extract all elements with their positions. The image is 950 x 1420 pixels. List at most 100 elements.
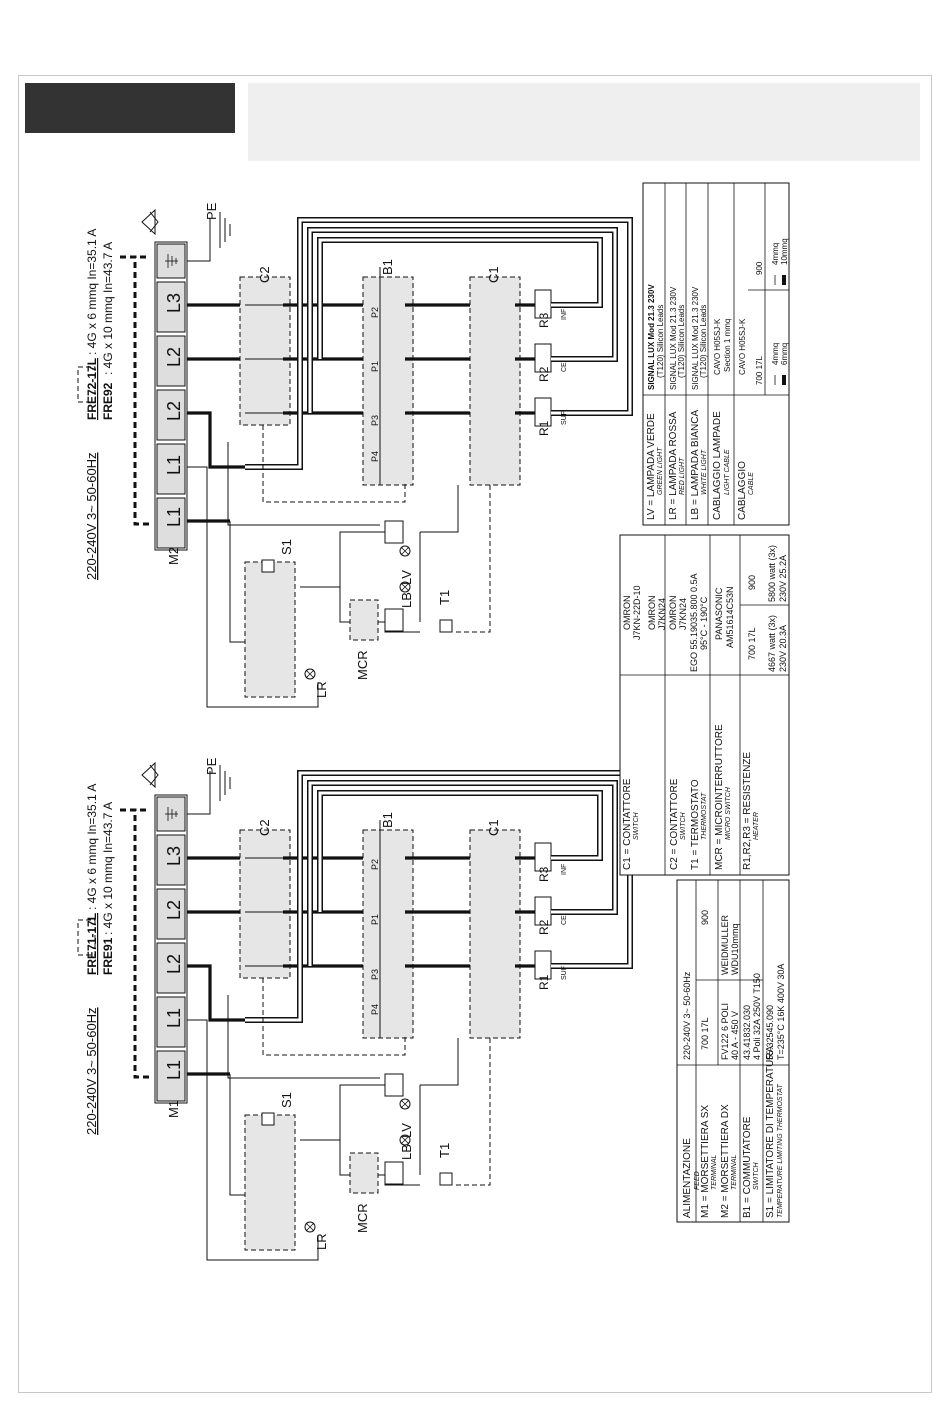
l3-m2: L3 <box>164 293 184 313</box>
r-val-d: 230V 20.3A <box>778 625 788 672</box>
cable-val-d: 4mmq <box>771 343 780 365</box>
c1-legend-sub: SWITCH <box>633 811 640 840</box>
c1-val-b: J7KN-22D-10 <box>632 585 642 640</box>
mcr-legend-label: MCR = MICROINTERRUTTORE <box>714 724 725 870</box>
m2-sub: TERMINAL <box>731 1155 738 1191</box>
mcr-label-m2: MCR <box>355 650 370 680</box>
lr-legend-sub: RED LIGHT <box>679 457 686 495</box>
lr-label-m1: LR <box>314 1233 329 1250</box>
lv-label-m2: LV <box>399 570 414 585</box>
cable-model-m1-a: FRE71-17L <box>85 913 99 975</box>
b1-legend-sub: SWITCH <box>753 1161 760 1190</box>
cable-model-m2-b: FRE92 <box>101 382 115 420</box>
legend-table-components: C1 = CONTATTORE SWITCH OMRON J7KN-22D-10… <box>619 534 790 876</box>
feed-sub: FEED <box>694 1171 701 1190</box>
lv-label-m1: LV <box>399 1123 414 1138</box>
l1-a-m2: L1 <box>164 507 184 527</box>
cable-legend-label: CABLAGGIO <box>737 461 748 520</box>
lb-legend-label: LB = LAMPADA BIANCA <box>690 410 701 520</box>
p3-m2: P3 <box>370 415 380 426</box>
b1-val-b: 4 Poli 32A 250V T150 <box>752 973 762 1060</box>
l2-b-m1: L2 <box>164 900 184 920</box>
p2-m1: P2 <box>370 859 380 870</box>
m2-val-b: 40 A - 450 V <box>730 1011 740 1060</box>
t1-val-a: OMRON <box>668 596 678 631</box>
lv-val-b: (T120) Silicon Leads <box>656 305 665 378</box>
pe-label-m2: PE <box>204 202 219 220</box>
suf-m2: SUF <box>561 411 568 425</box>
b1-label-m2: B1 <box>380 259 395 275</box>
b1-legend-label: B1 = COMMUTATORE <box>742 1116 753 1218</box>
lv-val-a: SIGNAL LUX Mod 21.3 230V <box>647 284 656 390</box>
cable-val-g: 10mmq <box>780 238 789 265</box>
terminal-m2-label: M2 <box>166 547 181 565</box>
mcr-val-a: PANASONIC <box>714 587 724 640</box>
c1-val-a: OMRON <box>622 596 632 631</box>
m1-label: M1 = MORSETTIERA SX <box>700 1105 711 1218</box>
feed-label: ALIMENTAZIONE <box>682 1138 693 1218</box>
c2-label-m2: C2 <box>257 266 272 283</box>
cable-val-f: 4mmq <box>771 243 780 265</box>
cable-model-m2-a: FRE72-17L <box>85 358 99 420</box>
supply-label-m2: 220-240V 3~ 50-60Hz <box>84 452 99 580</box>
t1-legend-label: T1 = TERMOSTATO <box>690 779 701 870</box>
c2-val-a: OMRON <box>647 596 657 631</box>
c1-label-m2: C1 <box>486 266 501 283</box>
m1-val-b: 900 <box>700 910 710 925</box>
r-val-c: 4667 watt (3x) <box>767 615 777 672</box>
mcr-legend-sub: MICRO SWITCH <box>725 786 732 840</box>
s1-legend-sub: TEMPERATURE LIMITING THERMOSTAT <box>777 1083 784 1218</box>
p4-m2: P4 <box>370 451 380 462</box>
m2-val-a: FV122 6 POLI <box>720 1003 730 1060</box>
lb-val-a: SIGNAL LUX Mod 21.3 230V <box>691 286 700 390</box>
cable-spec-m2-b: : 4G x 10 mmq In=43.7 A <box>101 242 115 375</box>
p1-m2: P1 <box>370 361 380 372</box>
r-val-e: 5800 watt (3x) <box>767 545 777 602</box>
l2-a-m1: L2 <box>164 954 184 974</box>
l1-b-m2: L1 <box>164 455 184 475</box>
mcr-label-m1: MCR <box>355 1203 370 1233</box>
r-val-b: 900 <box>747 575 757 590</box>
t1-val-c: EGO 55.19035.800 0.5A <box>689 573 699 672</box>
cable-val-c: CAVO H05SJ-K <box>738 318 747 375</box>
t1-val-d: 95°C - 190°C <box>699 596 709 650</box>
supply-label-m1: 220-240V 3~ 50-60Hz <box>84 1007 99 1135</box>
lv-legend-label: LV = LAMPADA VERDE <box>646 413 657 520</box>
labels-m2: 220-240V 3~ 50-60Hz FRE72-17L : 4G x 6 m… <box>84 202 568 698</box>
r1-m2: R1 <box>537 420 551 436</box>
c2-legend-label: C2 = CONTATTORE <box>669 778 680 870</box>
p1-m1: P1 <box>370 914 380 925</box>
labels-m1: 220-240V 3~ 50-60Hz FRE71-17L : 4G x 6 m… <box>84 757 568 1250</box>
schematic-m2 <box>78 210 630 707</box>
m1-val-a: 700 17L <box>700 1017 710 1050</box>
lr-label-m2: LR <box>314 681 329 698</box>
t1-legend-sub: THERMOSTAT <box>701 792 708 840</box>
c1-legend-label: C1 = CONTATTORE <box>622 778 633 870</box>
header-banner <box>248 83 920 161</box>
lv-legend-sub: GREEN LIGHT <box>657 447 664 495</box>
pe-label-m1: PE <box>204 757 219 775</box>
p2-m2: P2 <box>370 307 380 318</box>
lb-val-b: (T120) Silicon Leads <box>699 305 708 378</box>
r3-m2: R3 <box>537 312 551 328</box>
header-dark-block <box>25 83 235 133</box>
r1-m1: R1 <box>537 974 551 990</box>
lr-val-a: SIGNAL LUX Mod 21.3 230V <box>669 286 678 390</box>
s1-legend-label: S1 = LIMITATORE DI TEMPERATURA <box>765 1046 776 1218</box>
terminal-m1-label: M1 <box>166 1100 181 1118</box>
l3-m1: L3 <box>164 846 184 866</box>
lr-legend-label: LR = LAMPADA ROSSA <box>668 411 679 520</box>
schematic-m1 <box>78 763 630 1260</box>
l1-a-m1: L1 <box>164 1060 184 1080</box>
inf-m2: INF <box>561 309 568 320</box>
page-frame <box>18 75 932 1393</box>
c1-label-m1: C1 <box>486 819 501 836</box>
l2-a-m2: L2 <box>164 401 184 421</box>
c2-label-m1: C2 <box>257 819 272 836</box>
cable-model-m1-b: FRE91 <box>101 937 115 975</box>
s1-val-b: T=235°C 16K 400V 30A <box>776 964 786 1060</box>
s1-val-a: 55.32545.090 <box>765 1005 775 1060</box>
feed-value: 220-240V 3~ 50-60Hz <box>682 971 692 1060</box>
t1-label-m1: T1 <box>437 1143 452 1158</box>
